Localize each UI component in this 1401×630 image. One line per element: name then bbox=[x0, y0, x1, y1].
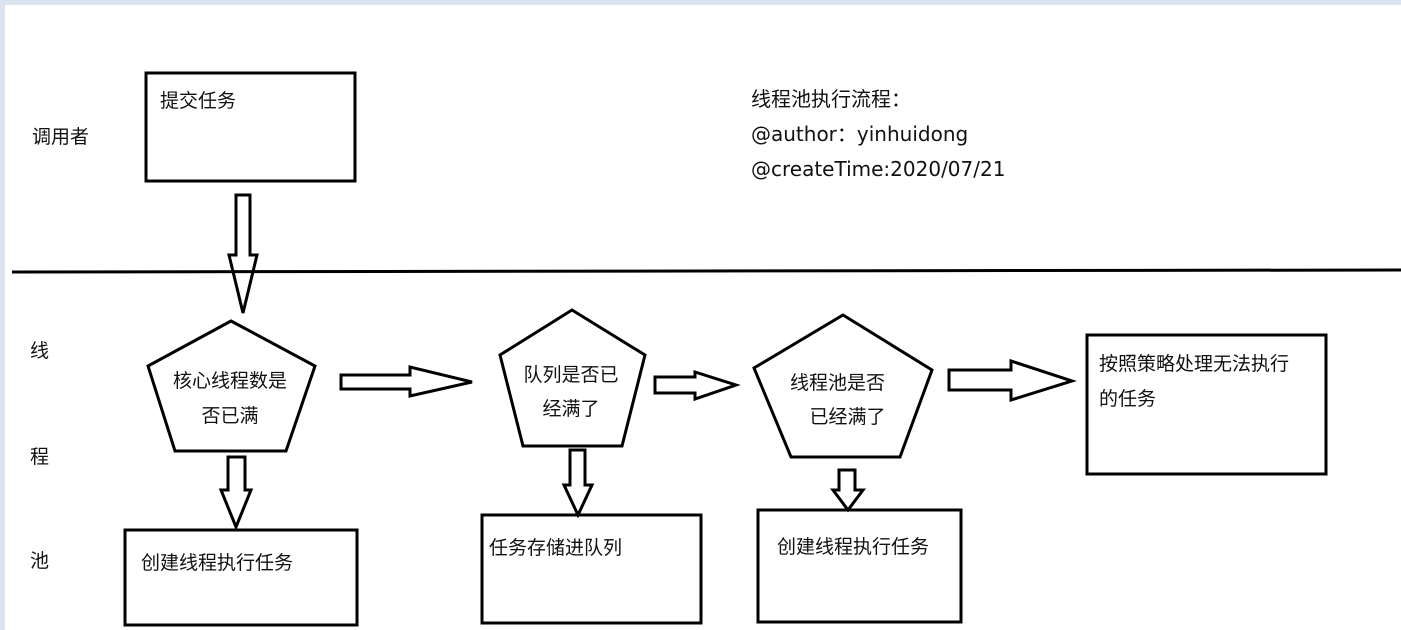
core-threads-full-label-1: 核心线程数是 bbox=[172, 370, 287, 392]
pool-full-pentagon bbox=[752, 313, 934, 459]
reject-policy-box bbox=[1085, 333, 1328, 476]
queue-full-label-1: 队列是否已 bbox=[523, 364, 619, 386]
right-arrow-queue-to-pool bbox=[653, 369, 741, 402]
core-threads-full-label-2: 否已满 bbox=[201, 405, 259, 427]
caller-lane-label: 调用者 bbox=[32, 126, 90, 148]
store-queue-box bbox=[480, 513, 703, 625]
down-arrow-pool bbox=[830, 468, 866, 513]
right-arrow-core-to-queue bbox=[339, 365, 473, 398]
down-arrow-queue bbox=[561, 448, 595, 519]
create-thread-box-2 bbox=[756, 508, 963, 624]
submit-task-box bbox=[144, 71, 357, 183]
info-create-time: @createTime:2020/07/21 bbox=[751, 157, 1006, 181]
pool-full-label-1: 线程池是否 bbox=[789, 372, 885, 394]
create-thread-label-1: 创建线程执行任务 bbox=[141, 552, 294, 574]
info-author: @author：yinhuidong bbox=[751, 122, 969, 146]
pool-lane-label-char-2: 程 bbox=[30, 446, 50, 468]
down-arrow-submit bbox=[227, 193, 259, 314]
create-thread-box-1 bbox=[123, 528, 359, 627]
core-threads-full-pentagon bbox=[146, 319, 317, 453]
queue-full-label-2: 经满了 bbox=[542, 398, 600, 420]
pool-lane-label-char-1: 线 bbox=[30, 340, 50, 362]
right-arrow-pool-to-reject bbox=[947, 358, 1077, 403]
reject-policy-label-1: 按照策略处理无法执行 bbox=[1099, 353, 1290, 375]
down-arrow-core bbox=[218, 455, 254, 531]
create-thread-label-2: 创建线程执行任务 bbox=[777, 536, 930, 558]
reject-policy-label-2: 的任务 bbox=[1099, 388, 1157, 410]
lane-divider-line bbox=[11, 268, 1401, 274]
queue-full-pentagon bbox=[498, 308, 647, 448]
info-title: 线程池执行流程： bbox=[751, 87, 911, 111]
pool-lane-label-char-3: 池 bbox=[30, 550, 50, 572]
store-queue-label: 任务存储进队列 bbox=[489, 537, 623, 559]
submit-task-label: 提交任务 bbox=[160, 90, 237, 112]
pool-full-label-2: 已经满了 bbox=[809, 406, 886, 428]
